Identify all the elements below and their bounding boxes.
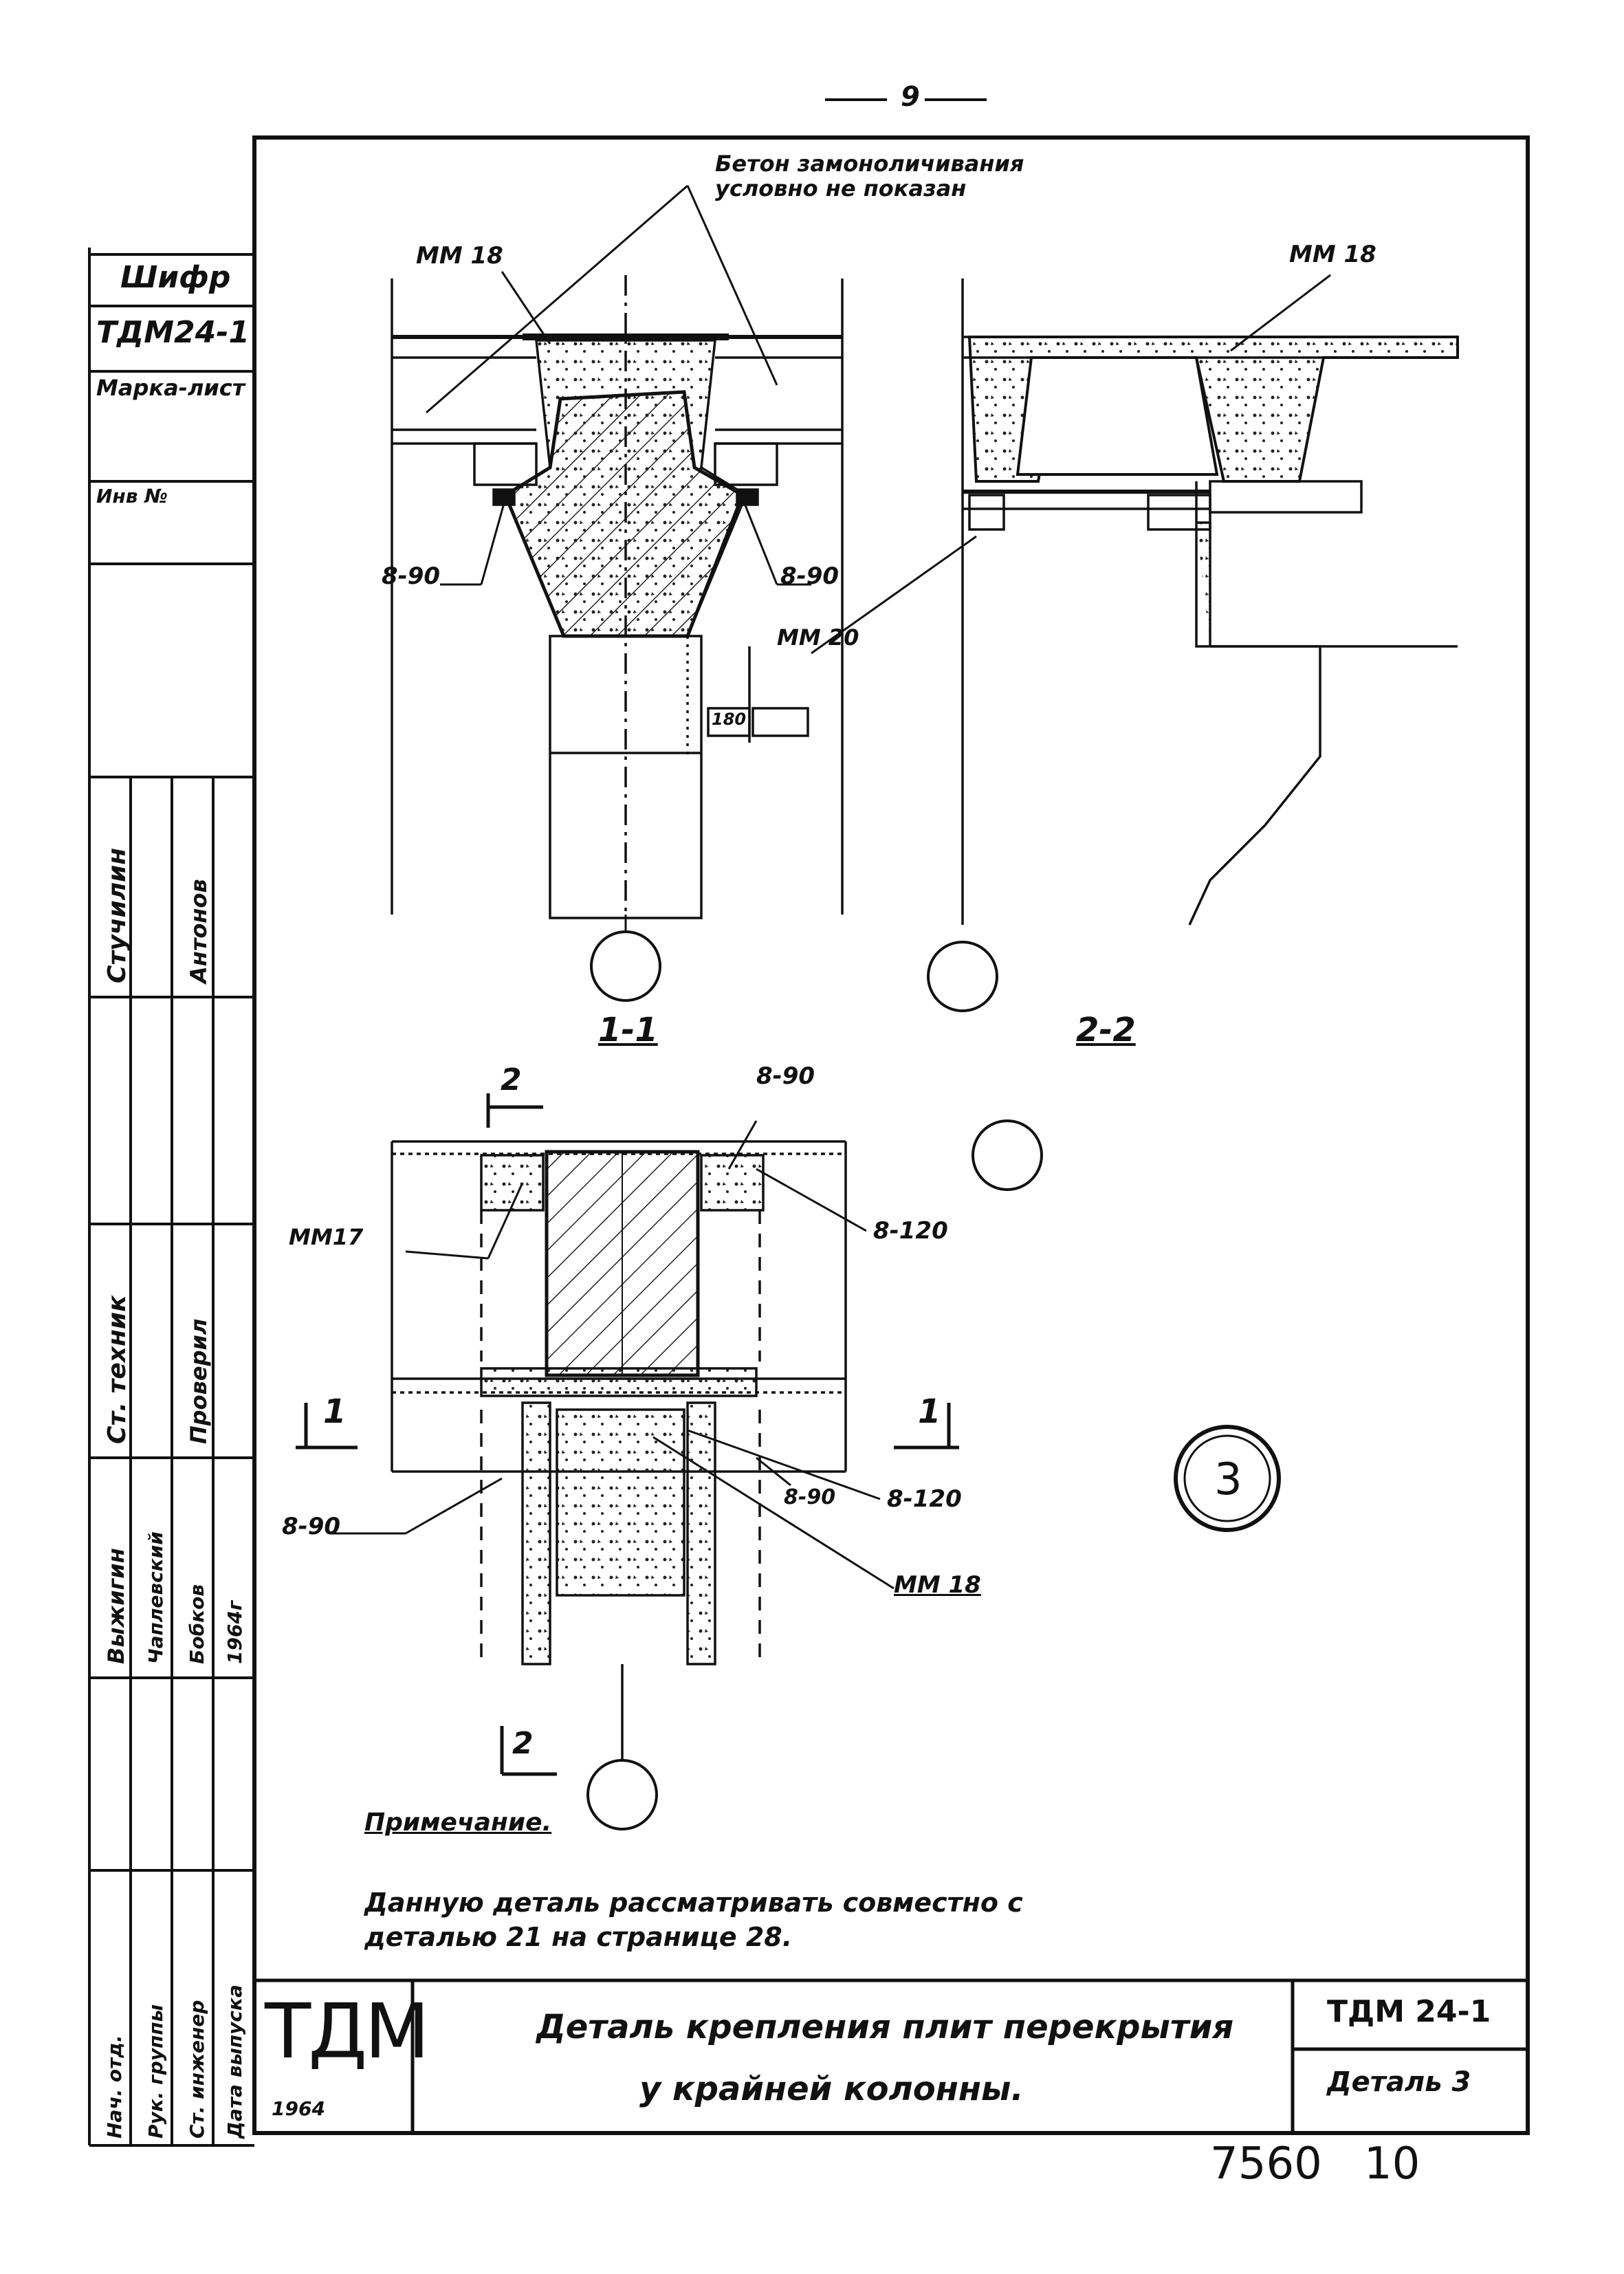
- label-8-90-left: 8-90: [382, 562, 441, 590]
- title-series: ТДМ 24-1: [1327, 1994, 1491, 2029]
- cut-2-bottom-label: 2: [512, 1726, 534, 1761]
- stamp-inv: Инв №: [96, 485, 168, 507]
- label-mm18-b: ММ 18: [1289, 241, 1376, 268]
- title-line-1: Деталь крепления плит перекрытия: [536, 2008, 1234, 2046]
- section-2-2: [961, 278, 1459, 926]
- sig-r4b: Рук. группы: [144, 2004, 167, 2139]
- label-mm18-a: ММ 18: [416, 242, 503, 270]
- stamp-code: Шифр: [120, 260, 231, 295]
- sig-r1a: Стучилин: [103, 847, 131, 983]
- sig-r3c: Бобков: [186, 1584, 208, 1664]
- label-8-120-b: 8-120: [887, 1485, 962, 1513]
- sig-r4d: Дата выпуска: [223, 1985, 246, 2139]
- callout-concrete: Бетон замоноличивания условно не показан: [715, 151, 1024, 201]
- stamp-series: ТДМ24-1: [96, 315, 250, 350]
- label-8-90-plan: 8-90: [756, 1062, 815, 1090]
- bottom-numbers: 7560 10: [1210, 2139, 1420, 2189]
- sig-r4a: Нач. отд.: [103, 2035, 126, 2139]
- label-8-90-plan-left: 8-90: [282, 1513, 341, 1540]
- sig-r2a: Ст. техник: [103, 1295, 131, 1444]
- sig-r2b: Проверил: [186, 1318, 212, 1444]
- note-line-2: деталью 21 на странице 28.: [364, 1922, 793, 1952]
- section-2-2-title: 2-2: [1076, 1011, 1136, 1049]
- title-logo: ТДМ: [265, 1987, 430, 2075]
- label-mm17: ММ17: [289, 1224, 364, 1250]
- label-8-120-a: 8-120: [873, 1217, 948, 1245]
- label-8-90-right: 8-90: [780, 562, 840, 590]
- note-heading: Примечание.: [364, 1808, 552, 1837]
- axis-circle-2: [927, 941, 998, 1012]
- sig-r3b: Чаплевский: [144, 1531, 167, 1664]
- section-1-1-title: 1-1: [598, 1011, 658, 1049]
- label-8-90-plan-mid: 8-90: [784, 1485, 836, 1509]
- label-mm20: ММ 20: [777, 624, 859, 651]
- plan-view: [391, 1140, 847, 1760]
- axis-circle-4: [586, 1759, 658, 1830]
- detail-number: 3: [1214, 1454, 1242, 1505]
- axis-circle-1: [590, 930, 661, 1002]
- title-line-2: у крайней колонны.: [639, 2070, 1024, 2108]
- label-mm18-plan: ММ 18: [894, 1571, 981, 1599]
- sig-r3d: 1964г: [223, 1600, 246, 1664]
- label-dim-180: 180: [712, 710, 747, 729]
- sheet-frame: [252, 135, 1530, 2135]
- page-number-dash-left: [825, 98, 887, 101]
- cut-markers: [296, 1093, 959, 1776]
- cut-1-right-label: 1: [918, 1392, 941, 1431]
- section-1-1: [391, 275, 844, 919]
- note-line-1: Данную деталь рассматривать совместно с: [364, 1888, 1023, 1918]
- sig-r4c: Ст. инженер: [186, 2000, 208, 2139]
- page-number-dash-right: [925, 98, 987, 101]
- leader-lines: [330, 184, 1331, 1590]
- left-stamp-strip: [88, 248, 254, 2147]
- stamp-mark-sheet: Марка-лист: [96, 375, 245, 401]
- title-year: 1964: [272, 2097, 325, 2120]
- cut-2-top-label: 2: [501, 1062, 522, 1097]
- detail-badge: [1174, 1425, 1281, 1532]
- sig-r3a: Выжигин: [103, 1548, 129, 1664]
- cut-1-left-label: 1: [323, 1392, 347, 1431]
- axis-circle-3: [972, 1119, 1043, 1191]
- page-number: 9: [901, 81, 920, 113]
- sig-r1b: Антонов: [186, 879, 212, 983]
- title-detail: Деталь 3: [1327, 2066, 1471, 2098]
- title-block: [254, 1978, 1528, 2133]
